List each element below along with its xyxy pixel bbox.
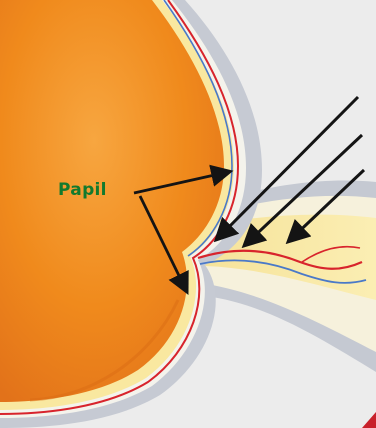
papil-label: Papil xyxy=(58,180,107,200)
